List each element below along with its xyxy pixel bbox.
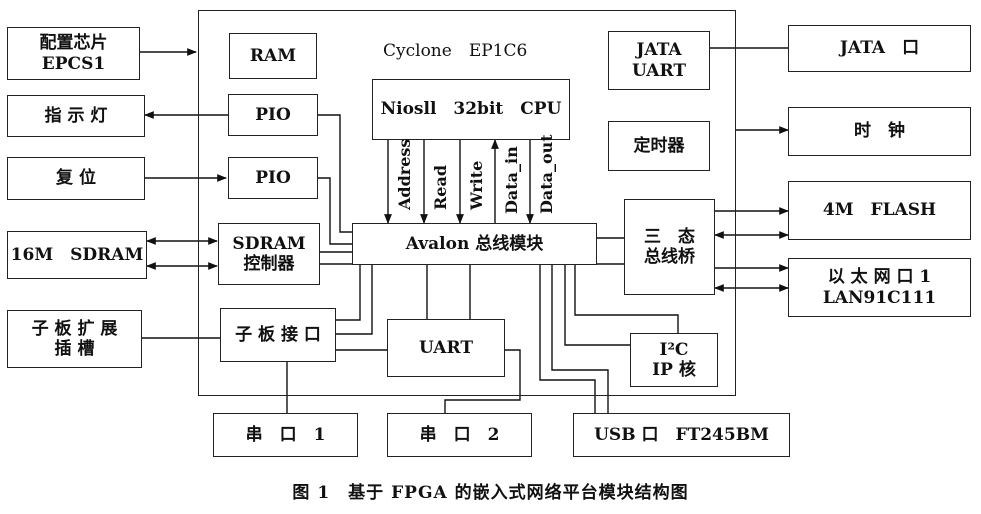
wire-board-avalon-1 — [336, 265, 361, 321]
config-chip-part: EPCS1 — [41, 53, 106, 74]
cpu-box: Niosll 32bit CPU — [372, 79, 570, 140]
timer-box: 定时器 — [608, 121, 710, 171]
uart-box: UART — [387, 319, 505, 377]
expansion-slot-box: 子 板 扩 展 插 槽 — [7, 310, 142, 368]
serial-port-1-box: 串 口 1 — [213, 413, 358, 457]
signal-data-out: Data_out — [537, 134, 556, 214]
led-label: 指 示 灯 — [44, 105, 108, 126]
figure-caption: 图 1 基于 FPGA 的嵌入式网络平台模块结构图 — [292, 483, 689, 503]
sdram-controller-box: SDRAM 控制器 — [218, 223, 320, 285]
config-chip-label: 配置芯片 — [39, 33, 108, 54]
jtag-port-box: JATA 口 — [788, 25, 971, 72]
avalon-bus-label: Avalon 总线模块 — [405, 233, 544, 254]
tristate-line2: 总线桥 — [644, 247, 695, 267]
reset-label: 复 位 — [56, 168, 96, 189]
ethernet-line1: 以 太 网 口 1 — [827, 267, 932, 288]
flash-label: 4M FLASH — [822, 200, 937, 221]
jtag-port-label: JATA 口 — [839, 38, 920, 59]
wire-pio2-avalon — [318, 177, 352, 245]
cpu-label: Niosll 32bit CPU — [380, 99, 562, 120]
wire-pio1-avalon — [318, 114, 352, 233]
expansion-label-1: 子 板 扩 展 — [31, 318, 118, 339]
jtag-uart-line1: JATA — [636, 40, 682, 61]
signal-address: Address — [395, 138, 414, 210]
ram-box: RAM — [229, 33, 317, 79]
fpga-boundary — [198, 10, 736, 396]
led-box: 指 示 灯 — [7, 95, 145, 137]
uart-label: UART — [419, 337, 473, 358]
serial-port-2-box: 串 口 2 — [387, 413, 532, 457]
signal-data-in: Data_in — [502, 146, 521, 214]
ram-label: RAM — [249, 45, 297, 66]
fpga-label: Cyclone EP1C6 — [383, 41, 528, 61]
sdram-controller-line2: 控制器 — [243, 254, 295, 274]
wire-avalon-usb-1 — [539, 265, 596, 413]
pio-output-label: PIO — [255, 104, 291, 125]
wire-uart-serial2 — [444, 349, 521, 413]
pio-input-label: PIO — [255, 167, 291, 188]
wire-avalon-i2c-1 — [564, 265, 630, 346]
board-interface-box: 子 板 接 口 — [220, 308, 336, 362]
expansion-label-2: 插 槽 — [54, 339, 95, 359]
board-interface-label: 子 板 接 口 — [235, 324, 321, 345]
tristate-line1: 三 态 — [644, 226, 695, 247]
wire-board-avalon-2 — [336, 265, 373, 335]
jtag-uart-box: JATA UART — [608, 31, 710, 90]
timer-label: 定时器 — [633, 135, 685, 156]
wire-avalon-usb-2 — [551, 265, 609, 413]
pio-input-box: PIO — [228, 157, 318, 199]
serial-port-1-label: 串 口 1 — [245, 424, 326, 445]
ethernet-line2: LAN91C111 — [822, 287, 937, 308]
sdram-controller-line1: SDRAM — [232, 233, 306, 254]
usb-port-label: USB 口 FT245BM — [594, 424, 769, 445]
signal-read: Read — [431, 164, 450, 210]
tristate-bridge-box: 三 态 总线桥 — [624, 199, 715, 295]
ethernet-box: 以 太 网 口 1 LAN91C111 — [788, 258, 971, 317]
i2c-line2: IP 核 — [652, 360, 696, 380]
reset-box: 复 位 — [7, 157, 145, 200]
avalon-bus-box: Avalon 总线模块 — [352, 223, 597, 265]
sdram-box: 16M SDRAM — [7, 231, 147, 279]
i2c-core-box: I²C IP 核 — [630, 333, 718, 387]
sdram-label: 16M SDRAM — [10, 244, 144, 265]
pio-output-box: PIO — [228, 94, 318, 136]
clock-label: 时 钟 — [854, 121, 905, 142]
usb-port-box: USB 口 FT245BM — [573, 413, 790, 457]
i2c-line1: I²C — [659, 339, 689, 360]
wire-avalon-i2c-2 — [574, 265, 679, 333]
jtag-uart-line2: UART — [632, 60, 686, 81]
flash-box: 4M FLASH — [788, 181, 971, 240]
config-chip-box: 配置芯片 EPCS1 — [7, 27, 140, 80]
signal-write: Write — [467, 160, 486, 210]
clock-box: 时 钟 — [788, 107, 971, 156]
serial-port-2-label: 串 口 2 — [419, 424, 500, 445]
